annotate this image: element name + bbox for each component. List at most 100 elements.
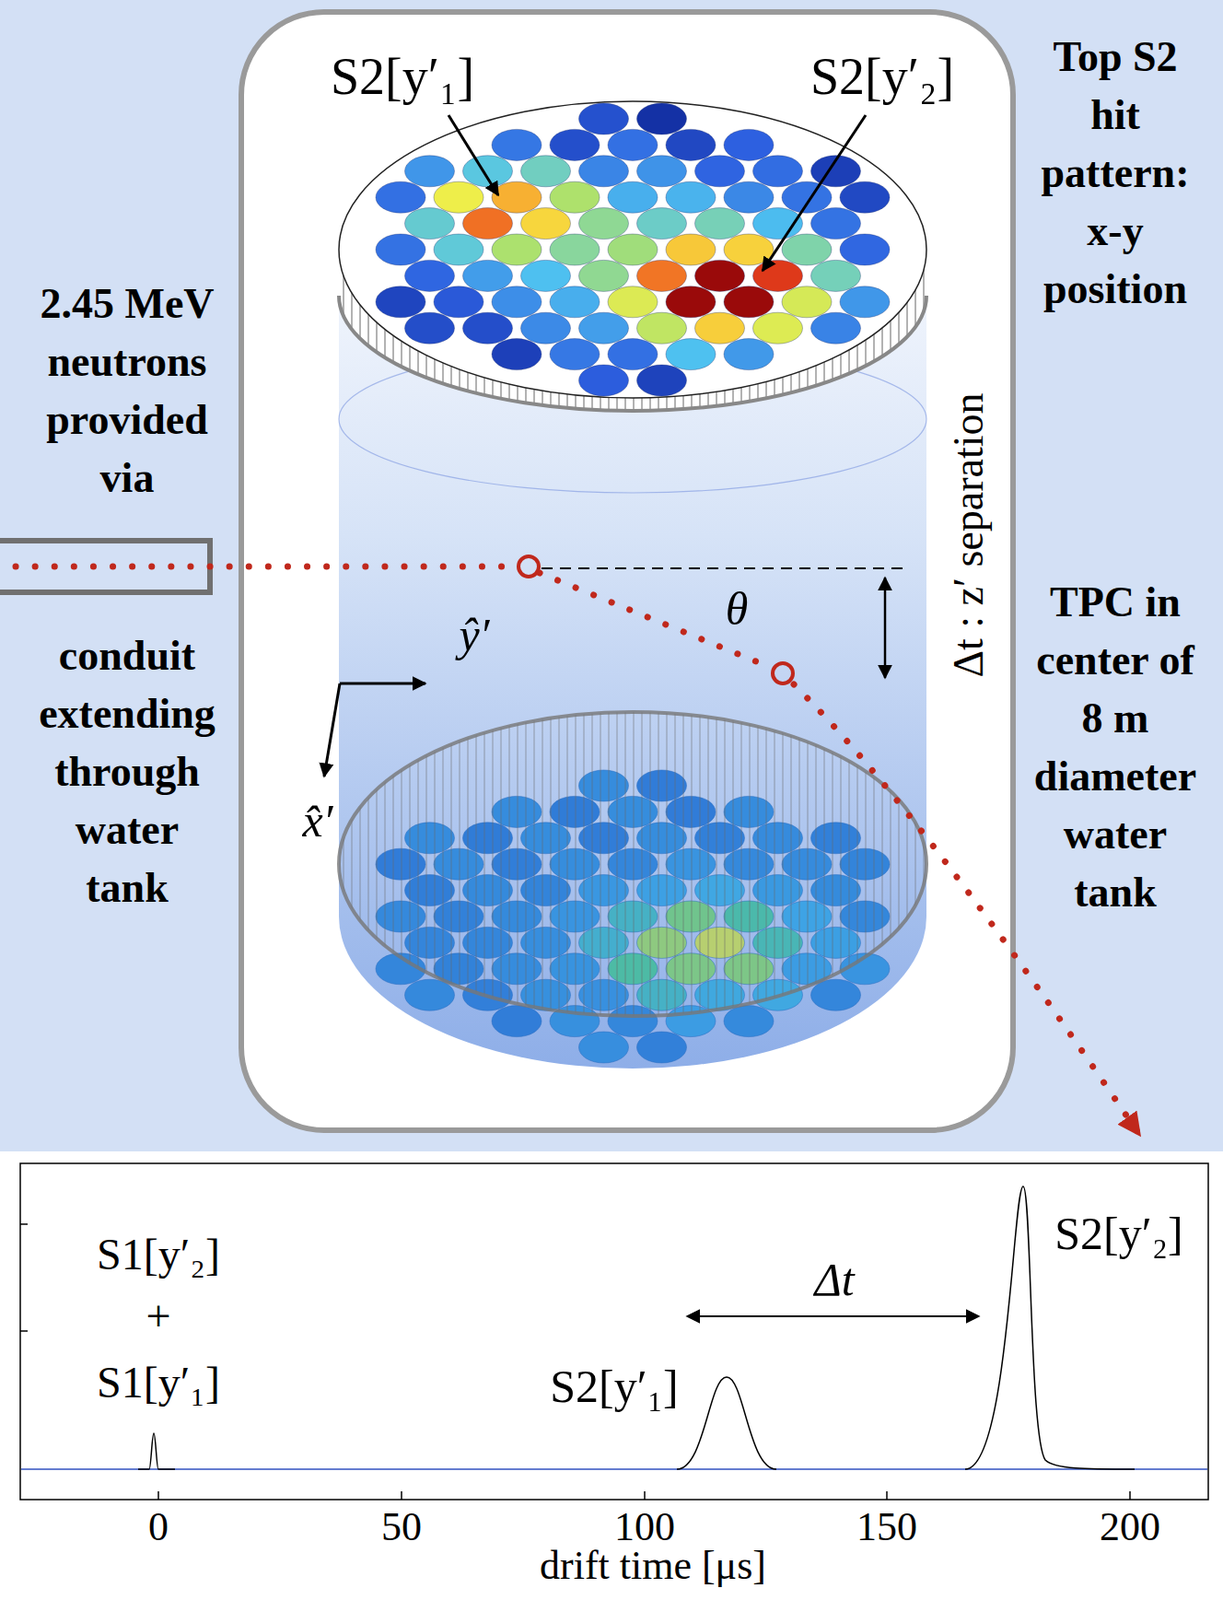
- pmt: [463, 208, 513, 240]
- pmt: [637, 259, 688, 292]
- pmt: [579, 312, 629, 344]
- scatter-vertex: [518, 556, 539, 577]
- pmt: [405, 155, 455, 187]
- signal-label: S2[y′₁]: [549, 1360, 678, 1414]
- pmt: [637, 155, 688, 187]
- pmt: [695, 312, 746, 344]
- side-note: conduit extending through water tank: [34, 626, 221, 917]
- pmt: [521, 208, 571, 240]
- pmt: [405, 312, 455, 344]
- pmt: [723, 181, 774, 213]
- tick-label: 200: [1099, 1503, 1161, 1551]
- pmt: [839, 181, 890, 213]
- pmt: [491, 233, 542, 266]
- plot-frame: [20, 1163, 1209, 1500]
- pmt: [549, 286, 600, 318]
- pmt: [607, 286, 658, 318]
- baseline: [21, 1467, 1208, 1470]
- axis-arrow: [339, 682, 426, 686]
- pmt: [375, 286, 426, 318]
- pmt: [491, 286, 542, 318]
- pmt: [665, 233, 716, 266]
- pmt: [695, 208, 746, 240]
- dashed-line: [541, 567, 908, 570]
- pmt: [753, 312, 804, 344]
- tick: [885, 1490, 888, 1500]
- z-arrow: [884, 577, 887, 678]
- background: [0, 0, 1223, 1152]
- tick-label: 50: [381, 1503, 422, 1551]
- pmt: [405, 208, 455, 240]
- pmt: [723, 338, 774, 371]
- signal-label: S1[y′₁]: [96, 1356, 221, 1408]
- pmt: [811, 208, 862, 240]
- pmt: [579, 1031, 629, 1063]
- pmt: [491, 338, 542, 371]
- axis-label: x̂′: [302, 794, 333, 849]
- pmt: [491, 128, 542, 161]
- pmt: [433, 233, 484, 266]
- waveform: [138, 1432, 175, 1469]
- pmt: [521, 259, 571, 292]
- leader-arrow: [448, 115, 499, 196]
- pmt: [723, 1005, 774, 1037]
- scatter-vertex: [772, 663, 793, 684]
- pmt: [781, 233, 832, 266]
- tick: [643, 1490, 646, 1500]
- signal-label: S2[y′₂]: [810, 46, 955, 106]
- pmt: [695, 155, 746, 187]
- pmt: [375, 181, 426, 213]
- pmt: [607, 233, 658, 266]
- neutron-path: [15, 563, 518, 571]
- pmt: [665, 286, 716, 318]
- pmt: [781, 181, 832, 213]
- pmt: [637, 208, 688, 240]
- tick: [157, 1490, 160, 1500]
- pmt: [811, 312, 862, 344]
- interval-label: Δt: [814, 1253, 854, 1307]
- tick-label: 150: [856, 1503, 918, 1551]
- pmt: [579, 364, 629, 397]
- top-cap: [338, 101, 927, 398]
- pmt: [753, 259, 804, 292]
- pmt: [723, 128, 774, 161]
- side-note: TPC in center of 8 m diameter water tank: [1029, 572, 1201, 921]
- angle-label: θ: [725, 582, 749, 637]
- pmt: [607, 338, 658, 371]
- pmt: [665, 128, 716, 161]
- tick: [20, 1329, 28, 1332]
- pmt: [811, 978, 862, 1011]
- tick: [1129, 1490, 1131, 1500]
- pmt: [405, 259, 455, 292]
- pmt: [433, 286, 484, 318]
- pmt: [607, 181, 658, 213]
- waveform: [676, 1376, 777, 1469]
- pmt: [781, 286, 832, 318]
- pmt: [695, 259, 746, 292]
- pmt: [463, 155, 513, 187]
- pmt: [665, 181, 716, 213]
- pmt: [579, 155, 629, 187]
- pmt: [579, 103, 629, 135]
- pmt: [491, 1005, 542, 1037]
- pmt: [665, 338, 716, 371]
- axis-label: ŷ′: [458, 608, 490, 663]
- dt-arrow: [687, 1315, 979, 1317]
- conduit: [0, 540, 210, 593]
- tick: [400, 1490, 403, 1500]
- axis-title: drift time [μs]: [539, 1542, 767, 1590]
- neutron-arrowhead: [1105, 1086, 1139, 1133]
- side-note: Top S2 hit pattern: x-y position: [1029, 27, 1201, 318]
- signal-label: +: [145, 1290, 171, 1341]
- pmt: [521, 155, 571, 187]
- pmt: [375, 233, 426, 266]
- side-note: 2.45 MeV neutrons provided via: [34, 274, 221, 507]
- pmt: [839, 233, 890, 266]
- pmt: [549, 181, 600, 213]
- pmt: [637, 364, 688, 397]
- pmt: [491, 181, 542, 213]
- pmt: [579, 259, 629, 292]
- pmt: [753, 155, 804, 187]
